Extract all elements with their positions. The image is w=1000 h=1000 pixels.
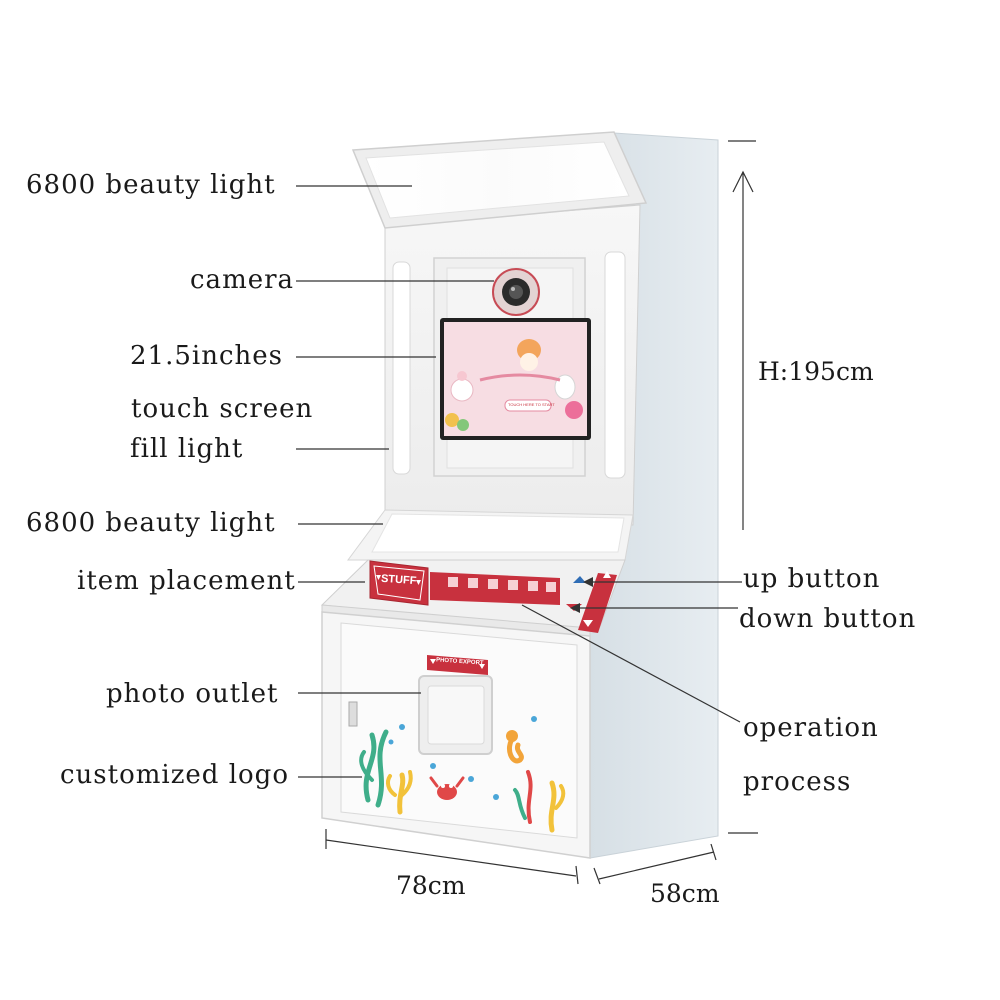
- label-item-placement: item placement: [77, 566, 296, 596]
- label-photo-outlet: photo outlet: [106, 679, 279, 709]
- bottom-beauty-light: [371, 513, 625, 553]
- up-button: [573, 576, 586, 583]
- photo-outlet: [418, 675, 493, 755]
- camera-module: [492, 268, 540, 316]
- label-up-button: up button: [743, 564, 881, 594]
- fill-light-left: [392, 261, 411, 475]
- label-down-button: down button: [739, 604, 917, 634]
- width-dimension: [325, 829, 579, 885]
- label-camera: camera: [190, 265, 295, 295]
- down-arrow-head: [570, 603, 580, 613]
- up-arrow-head: [583, 577, 593, 587]
- screen-start-text: TOUCH HERE TO START: [508, 402, 555, 407]
- dimension-width: 78cm: [396, 871, 466, 900]
- screen-graphics: [445, 339, 583, 431]
- label-screen-size: 21.5inches: [130, 341, 283, 371]
- leader-lines: [296, 185, 742, 778]
- stuff-sign-text: STUFF: [380, 572, 417, 588]
- label-process: process: [743, 767, 852, 797]
- door-lock: [348, 701, 358, 727]
- dimension-height: H:195cm: [758, 357, 874, 386]
- operation-process-strip: [430, 572, 560, 605]
- photo-export-sign: [427, 655, 488, 675]
- label-operation: operation: [743, 713, 879, 743]
- depth-dimension: [593, 843, 717, 885]
- label-touch-screen: touch screen: [131, 394, 314, 424]
- stuff-sign: [369, 560, 429, 606]
- label-beauty-light-top: 6800 beauty light: [26, 170, 276, 200]
- label-fill-light: fill light: [130, 434, 244, 464]
- label-customized-logo: customized logo: [60, 760, 289, 790]
- top-beauty-light: [365, 141, 630, 219]
- fill-light-right: [604, 251, 626, 479]
- dimension-depth: 58cm: [650, 879, 720, 908]
- customized-logo-artwork: [359, 716, 566, 833]
- height-dimension: [728, 140, 758, 834]
- label-beauty-light-bottom: 6800 beauty light: [26, 508, 276, 538]
